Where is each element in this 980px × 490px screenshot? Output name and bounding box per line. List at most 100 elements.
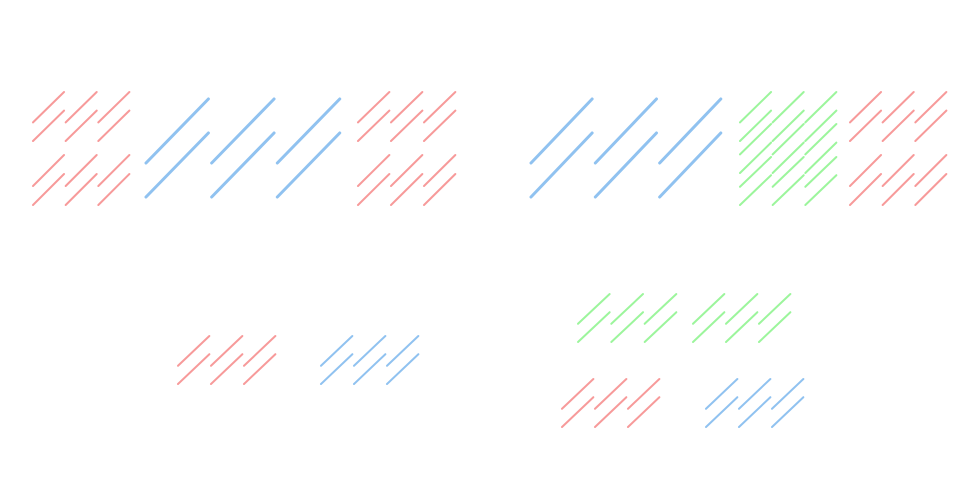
diagonal-stroke: [390, 109, 424, 142]
diagonal-stroke: [881, 109, 915, 142]
diagonal-stroke: [593, 97, 658, 165]
diagonal-stroke: [739, 91, 773, 124]
diagonal-stroke: [423, 173, 457, 206]
diagonal-stroke: [610, 311, 644, 343]
diagonal-stroke: [275, 131, 342, 199]
diagonal-stroke: [210, 353, 244, 385]
diagonal-stroke: [771, 109, 805, 142]
diagonal-stroke: [64, 173, 98, 206]
diagonal-stroke: [881, 91, 915, 124]
diagonal-stroke: [610, 293, 644, 325]
diagonal-stroke: [627, 378, 661, 410]
diagonal-stroke: [243, 335, 277, 367]
diagonal-stroke: [914, 109, 948, 142]
diagonal-stroke: [705, 396, 739, 428]
diagonal-stroke: [643, 293, 678, 325]
diagonal-stroke: [144, 131, 210, 199]
bottom-left-red-pattern: [177, 335, 277, 385]
diagonal-stroke: [594, 378, 628, 410]
diagonal-stroke: [386, 335, 420, 367]
diagonal-stroke: [643, 311, 678, 343]
diagonal-stroke: [914, 154, 948, 187]
diagonal-stroke: [771, 156, 805, 188]
diagonal-stroke: [97, 173, 131, 206]
bottom-left-blue-pattern: [320, 335, 420, 385]
diagonal-stroke: [804, 109, 838, 142]
diagonal-stroke: [32, 173, 66, 206]
diagonal-stroke: [390, 173, 424, 206]
diagonal-stroke: [529, 97, 594, 165]
diagonal-stroke: [849, 109, 883, 142]
diagonal-stroke: [561, 396, 595, 428]
diagonal-stroke: [390, 154, 424, 187]
diagonal-stroke: [804, 156, 838, 188]
diagonal-stroke: [804, 123, 838, 156]
diagonal-stroke: [738, 378, 772, 410]
diagonal-stroke: [97, 91, 131, 124]
diagonal-stroke: [64, 91, 98, 124]
diagonal-stroke: [97, 154, 131, 187]
diagonal-stroke: [357, 154, 391, 187]
diagonal-stroke: [357, 109, 391, 142]
diagonal-stroke: [353, 353, 387, 385]
bottom-right-red-pattern: [561, 378, 661, 428]
diagonal-stroke: [771, 174, 805, 206]
diagonal-stroke: [804, 141, 838, 174]
diagonal-stroke: [210, 335, 244, 367]
diagonal-stroke: [771, 396, 805, 428]
diagonal-stroke: [529, 131, 594, 199]
diagonal-stroke: [627, 396, 661, 428]
top-left-red-pattern: [32, 91, 131, 206]
diagonal-stroke: [725, 311, 759, 343]
diagonal-stroke: [804, 91, 838, 124]
diagonal-stroke: [658, 97, 723, 165]
diagonal-stroke: [64, 109, 98, 142]
diagonal-stroke: [758, 311, 792, 343]
diagonal-stroke: [320, 335, 354, 367]
diagonal-stroke: [725, 293, 759, 325]
diagonal-stroke: [739, 141, 773, 174]
diagonal-stroke: [353, 335, 387, 367]
diagonal-stroke: [177, 335, 211, 367]
diagonal-stroke: [357, 91, 391, 124]
diagonal-stroke: [275, 97, 342, 165]
diagonal-stroke: [320, 353, 354, 385]
diagonal-stroke: [771, 123, 805, 156]
top-right-green-pattern: [739, 91, 838, 206]
diagonal-stroke: [423, 154, 457, 187]
top-left-second-red-pattern: [357, 91, 457, 206]
diagonal-stroke: [210, 131, 276, 199]
diagonal-stroke: [771, 378, 805, 410]
top-left-blue-pattern: [144, 97, 342, 199]
diagonal-stroke: [849, 91, 883, 124]
diagonal-stroke: [32, 154, 66, 187]
diagonal-stroke: [739, 123, 773, 156]
diagonal-stroke: [594, 396, 628, 428]
diagonal-stroke: [771, 141, 805, 174]
diagonal-stroke: [739, 156, 773, 188]
diagonal-stroke: [692, 293, 726, 325]
diagonal-stroke: [577, 311, 611, 343]
top-right-blue-pattern: [529, 97, 723, 199]
bottom-right-green-pattern: [577, 293, 678, 343]
diagonal-stroke: [210, 97, 276, 165]
diagonal-stroke: [97, 109, 131, 142]
diagonal-stroke: [593, 131, 658, 199]
diagonal-stroke: [32, 109, 66, 142]
diagonal-stroke: [32, 91, 66, 124]
diagonal-stroke: [738, 396, 772, 428]
diagonal-stroke: [849, 173, 883, 206]
diagonal-stroke: [881, 173, 915, 206]
diagonal-stroke: [739, 109, 773, 142]
diagonal-stroke: [64, 154, 98, 187]
diagonal-stroke: [658, 131, 723, 199]
diagonal-stroke: [914, 173, 948, 206]
diagonal-stroke: [849, 154, 883, 187]
diagonal-stroke: [243, 353, 277, 385]
diagonal-stroke: [177, 353, 211, 385]
diagonal-stroke: [357, 173, 391, 206]
diagonal-stroke: [758, 293, 792, 325]
diagonal-stroke: [881, 154, 915, 187]
diagonal-stroke: [705, 378, 739, 410]
